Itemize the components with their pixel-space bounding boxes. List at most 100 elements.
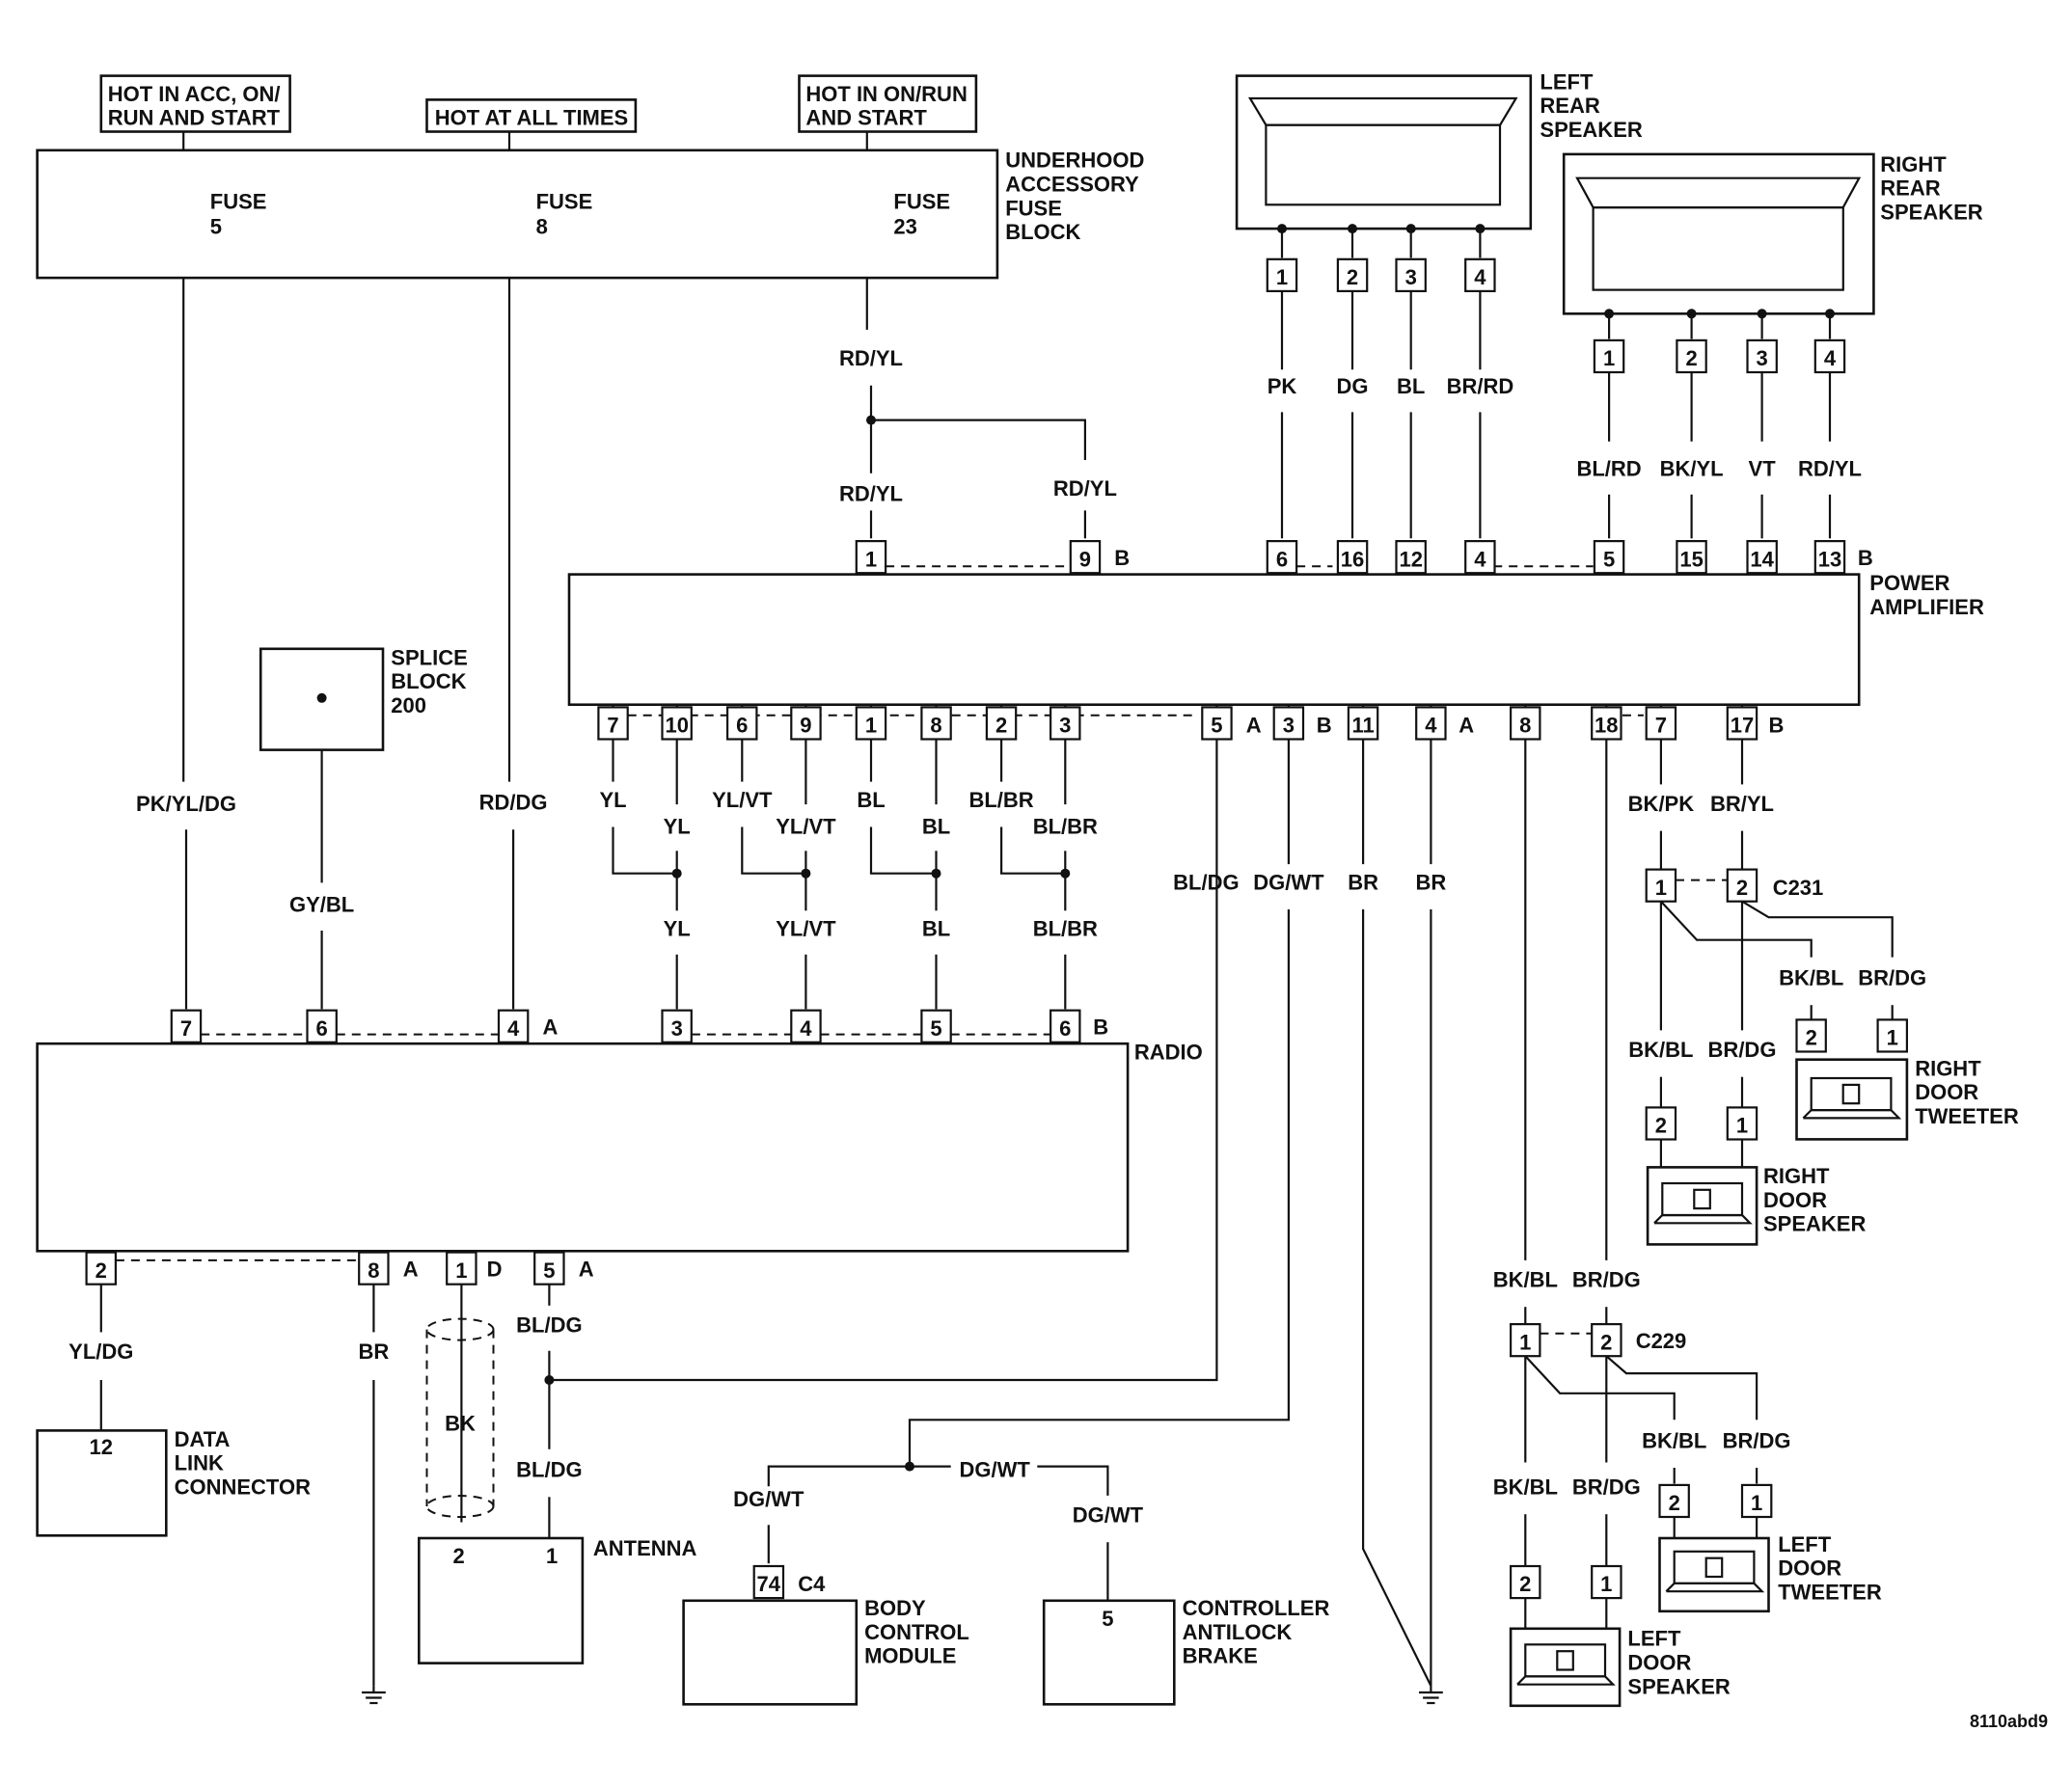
connector-letter: B: [1114, 546, 1130, 570]
radio-bottom-pin: [358, 1251, 390, 1285]
left-door-speaker-icon-base: [1516, 1675, 1616, 1686]
amp-top-pin-number: 16: [1341, 547, 1364, 571]
wire-color-label: BR/DG: [1708, 1038, 1777, 1062]
amp-bottom-pin: [1347, 706, 1379, 741]
left-door-speaker-pin-number: 2: [1519, 1572, 1531, 1596]
wire-color-label: PK: [1268, 374, 1297, 398]
radio-label: RADIO: [1134, 1041, 1203, 1065]
wire-color-label: BK/PK: [1628, 792, 1695, 816]
controller-antilock-brake: [1042, 1599, 1176, 1706]
right-rear-speaker-pin: [1593, 338, 1625, 374]
wire-color-label: BL: [1397, 374, 1425, 398]
left-rear-speaker-label: SPEAKER: [1540, 118, 1642, 142]
right-door-speaker-pin-number: 1: [1736, 1114, 1748, 1138]
amp-bottom-pin-number: 8: [1519, 714, 1531, 738]
power-label-on-run: HOT IN ON/RUN: [805, 82, 967, 106]
controller-antilock-brake-label: BRAKE: [1183, 1644, 1258, 1668]
wire: [1660, 900, 1813, 958]
data-link-connector-label: CONNECTOR: [175, 1475, 311, 1500]
wire: [767, 1465, 951, 1487]
radio-top-pin-number: 4: [507, 1016, 520, 1041]
radio-bottom-pin: [446, 1251, 477, 1285]
amp-bottom-pin-number: 10: [665, 714, 688, 738]
right-door-tweeter-icon-base: [1802, 1108, 1902, 1120]
amp-bottom-pin-number: 6: [736, 714, 748, 738]
amp-bottom-pin-number: 8: [930, 714, 941, 738]
amp-top-pin-number: 15: [1679, 547, 1703, 571]
fuse-name: FUSE: [893, 189, 950, 213]
amp-top-pin-number: 13: [1818, 547, 1841, 571]
wire: [871, 419, 1087, 460]
wire-color-label: DG/WT: [1253, 870, 1324, 894]
amp-top-pin-number: 4: [1474, 547, 1486, 571]
c231-pin: [1726, 868, 1758, 903]
power-label-all-times: HOT AT ALL TIMES: [435, 106, 628, 130]
c231-pin: [1645, 868, 1677, 903]
wire: [1524, 1355, 1676, 1421]
amp-top-pin: [1813, 539, 1846, 575]
connector-letter: A: [543, 1015, 559, 1040]
amp-top-pin-number: 12: [1399, 547, 1422, 571]
wire-color-label: BK/BL: [1493, 1475, 1558, 1500]
power-label-acc: HOT IN ACC, ON/: [108, 82, 281, 106]
wire-color-label: BL/DG: [1173, 870, 1239, 894]
radio: [36, 1042, 1130, 1253]
c231-pin-number: 1: [1655, 876, 1667, 900]
fuse-name: FUSE: [536, 189, 593, 213]
splice-dot: [544, 1375, 555, 1385]
splice-dot: [316, 692, 327, 703]
wire-color-label: BR/RD: [1447, 374, 1514, 398]
fuse-block-label: BLOCK: [1005, 220, 1080, 244]
left-door-tweeter-icon-base: [1665, 1582, 1765, 1593]
amp-bottom-pin-number: 5: [1211, 714, 1222, 738]
amp-bottom-pin: [1272, 706, 1305, 741]
splice-dot: [1405, 224, 1416, 234]
wire-color-label: BR/DG: [1572, 1475, 1641, 1500]
right-door-speaker-label: DOOR: [1763, 1188, 1827, 1212]
c229-pin-number: 1: [1519, 1330, 1531, 1354]
right-door-speaker-pin-number: 2: [1655, 1114, 1667, 1138]
radio-top-pin: [306, 1009, 338, 1043]
wire-color-label: BK/BL: [1642, 1428, 1706, 1452]
radio-top-pin-number: 6: [315, 1016, 327, 1041]
amp-top-pin-number: 9: [1079, 547, 1091, 571]
amp-bottom-pin-number: 18: [1595, 714, 1618, 738]
wire-color-label: RD/YL: [1053, 476, 1117, 501]
left-rear-speaker-pin: [1464, 257, 1496, 292]
power-label-on-run: AND START: [805, 106, 927, 130]
wire: [612, 826, 677, 875]
right-door-tweeter-label: RIGHT: [1915, 1056, 1981, 1080]
amp-top-pin-number: 6: [1276, 547, 1288, 571]
radio-bottom-pin: [533, 1251, 565, 1285]
left-door-tweeter-label: DOOR: [1778, 1556, 1841, 1581]
splice-block-label: 200: [391, 693, 426, 717]
left-rear-speaker-label: LEFT: [1540, 69, 1594, 94]
amp-top-pin: [1395, 539, 1427, 575]
wire-color-label: DG/WT: [733, 1487, 804, 1511]
wire-color-label: BL: [922, 814, 950, 838]
splice-dot: [801, 868, 811, 879]
connector-letter: B: [1769, 714, 1785, 738]
right-rear-speaker: [1562, 152, 1875, 315]
wire-color-label: BL: [857, 788, 885, 812]
c229-pin: [1591, 1322, 1622, 1358]
wire-color-label: PK/YL/DG: [136, 792, 236, 816]
amp-top-pin: [1336, 539, 1369, 575]
radio-bottom-pin: [85, 1251, 117, 1285]
right-rear-speaker-pin-number: 1: [1603, 346, 1615, 370]
c229-pin: [1509, 1322, 1541, 1358]
c4-label: C4: [798, 1572, 826, 1596]
connector-letter: D: [487, 1258, 503, 1282]
wire: [1605, 1355, 1758, 1421]
c231-pin-number: 2: [1736, 876, 1748, 900]
wire-color-label: YL: [664, 814, 691, 838]
controller-antilock-brake-label: ANTILOCK: [1183, 1620, 1293, 1644]
wire-color-label: BK/YL: [1660, 457, 1724, 481]
fuse-block-label: ACCESSORY: [1005, 173, 1139, 197]
radio-top-pin: [920, 1009, 952, 1043]
amp-top-pin: [1676, 539, 1707, 575]
wire-color-label: YL: [599, 788, 626, 812]
amp-top-pin: [1746, 539, 1778, 575]
amp-bottom-pin: [790, 706, 822, 741]
